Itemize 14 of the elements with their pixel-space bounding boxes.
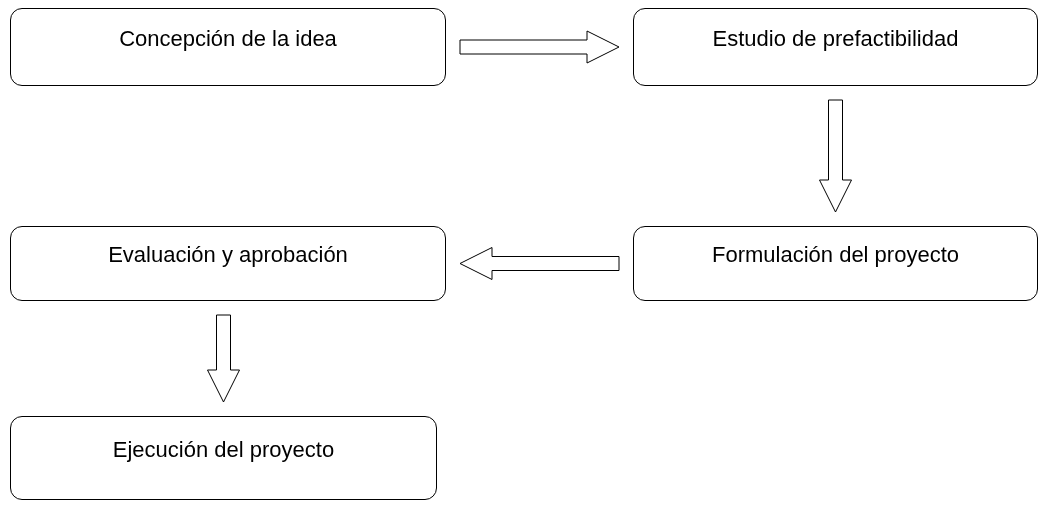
process-box bbox=[633, 226, 1038, 301]
box-label: Formulación del proyecto bbox=[712, 241, 959, 269]
block-arrow bbox=[207, 314, 240, 403]
process-box bbox=[633, 8, 1038, 86]
process-box bbox=[10, 416, 437, 500]
box-label: Concepción de la idea bbox=[119, 24, 337, 53]
box-label: Evaluación y aprobación bbox=[108, 241, 348, 269]
process-box bbox=[10, 8, 446, 86]
block-arrow bbox=[459, 30, 620, 64]
box-label: Ejecución del proyecto bbox=[112, 435, 335, 464]
process-box bbox=[10, 226, 446, 301]
block-arrow bbox=[819, 99, 852, 213]
box-label: Estudio de prefactibilidad bbox=[712, 24, 959, 53]
block-arrow bbox=[459, 247, 620, 280]
